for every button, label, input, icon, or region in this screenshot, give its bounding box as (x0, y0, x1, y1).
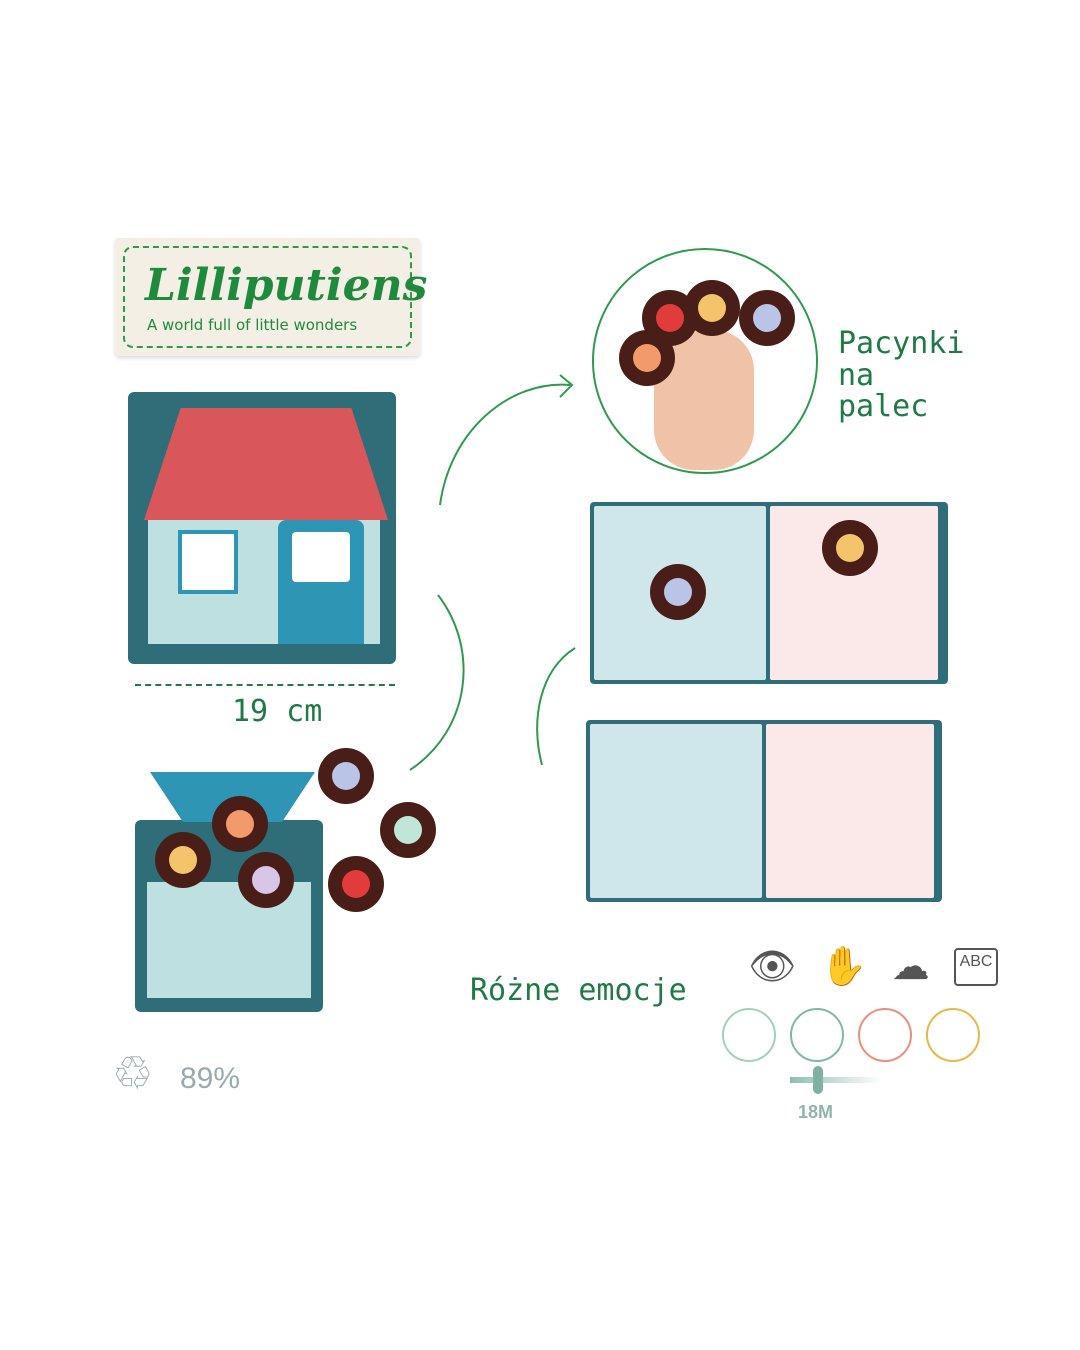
house-facade (148, 520, 380, 644)
newborn-face-icon (722, 1008, 776, 1062)
age-faces (722, 1008, 980, 1062)
finger-puppet-cat (318, 748, 374, 804)
age-label: 18M (798, 1102, 834, 1122)
finger-puppet-hippo (238, 852, 294, 908)
thought-cloud-icon: ☁ (891, 946, 930, 988)
baby-face-icon (790, 1008, 844, 1062)
open-book-spread (586, 720, 942, 902)
recycle-icon: ♲ (112, 1047, 154, 1099)
eye-icon: 👁 (748, 946, 797, 988)
finger-puppet-bear (212, 796, 268, 852)
child-face-icon (926, 1008, 980, 1062)
brand-tagline: A world full of little wonders (147, 316, 358, 334)
house-book-closed (128, 392, 396, 664)
skills-icons: 👁 ✋ ☁ ABC (748, 946, 999, 988)
recycled-percent: 89% (180, 1062, 241, 1095)
finger-puppet-lion (155, 832, 211, 888)
arrows (409, 374, 574, 771)
toddler-face-icon (858, 1008, 912, 1062)
open-book-spread-puppet (590, 502, 948, 684)
age-slider-handle (813, 1066, 823, 1094)
finger-puppets-callout: Pacynki na palec (838, 326, 965, 424)
finger-puppet-devil (328, 856, 384, 912)
abc-blocks-icon: ABC (953, 948, 999, 986)
hand-icon: ✋ (820, 946, 868, 988)
arrow-to-open-house (409, 594, 465, 771)
finger-puppet-panda (380, 802, 436, 858)
arrow-between-pages (536, 647, 576, 766)
emotions-callout: Różne emocje (470, 973, 687, 1008)
size-line (135, 684, 395, 686)
roof (144, 408, 388, 520)
arrow-to-puppets (439, 383, 571, 506)
brand-label: Lilliputiens A world full of little wond… (115, 238, 427, 356)
brand-logo: Lilliputiens (145, 260, 428, 311)
size-label: 19 cm (232, 694, 323, 729)
age-slider-track (790, 1077, 882, 1083)
finger-puppets-photo (592, 248, 818, 474)
